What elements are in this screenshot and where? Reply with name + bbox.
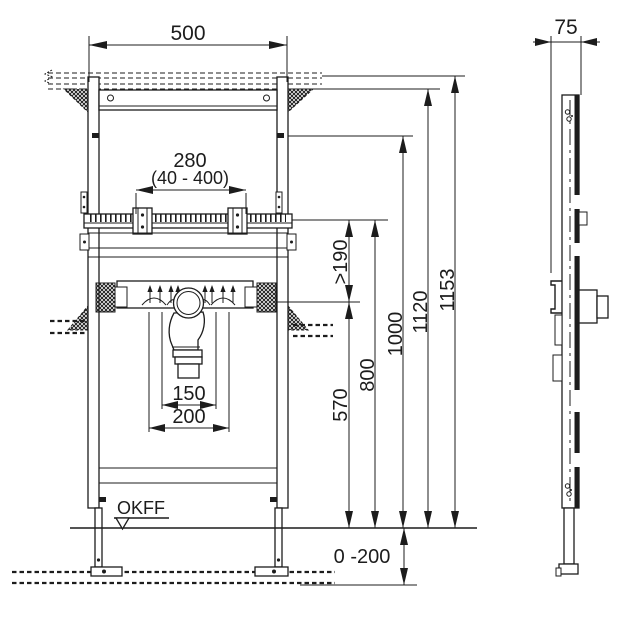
dim-drain-inner-label: 150 [172,383,205,405]
anchor-wedge-top-left [62,88,89,114]
dim-total-height-label: 1153 [437,268,459,311]
floor-level-label: OKFF [117,498,165,518]
top-crossbar [98,89,278,111]
fixing-slider-right [227,207,248,235]
crossbar-hole-left [107,94,114,102]
connection-block-right [256,282,277,313]
dim-fixing-range-limits-label: (40 - 400) [151,168,229,188]
dim-min-clearance-label: >190 [330,239,352,284]
front-view-frame [87,76,289,577]
drain-outlet [177,363,200,379]
post-tab-right [277,133,284,138]
wall-and-floor-hatching [12,69,335,585]
anchor-wedge-top-right [287,88,315,114]
side-drain-socket [578,289,598,324]
side-view: 75 [533,16,609,577]
frame-leg-right [274,507,283,568]
level-marker-icon [114,517,131,531]
frame-foot-right [254,566,289,577]
basin-fixing-rail [79,191,297,258]
dim-fixing-range-label: 280 [173,150,206,172]
dim-rail-height-label: 800 [357,358,379,391]
dim-foot-adjustment-label: 0 -200 [334,546,391,568]
dim-bracket-height-label: 1120 [410,290,432,333]
dim-drain-outer-label: 200 [172,406,205,428]
side-leg [563,507,575,565]
anchor-wedge-mid-left [66,304,89,331]
frame-post-right [276,76,289,509]
frame-leg-left [94,507,103,568]
post-tab-left [92,133,99,138]
dim-depth-label: 75 [554,16,577,39]
floor-reference: OKFF [114,498,169,531]
side-tab [578,211,588,226]
dim-width-label: 500 [170,22,205,45]
connection-block-left [95,282,116,313]
crossbar-hole-right [263,94,270,102]
dim-upper-fixing-height-label: 1000 [385,312,407,357]
frame-foot-left [90,566,123,577]
drain-trap [168,287,205,379]
side-foot [558,563,579,575]
dim-trap-height-label: 570 [330,388,352,421]
water-connection-bar [95,280,277,379]
front-view-dimensions: 500 280 (40 - 400) >190 570 800 [70,22,477,586]
anchor-wedge-mid-right [287,304,310,331]
